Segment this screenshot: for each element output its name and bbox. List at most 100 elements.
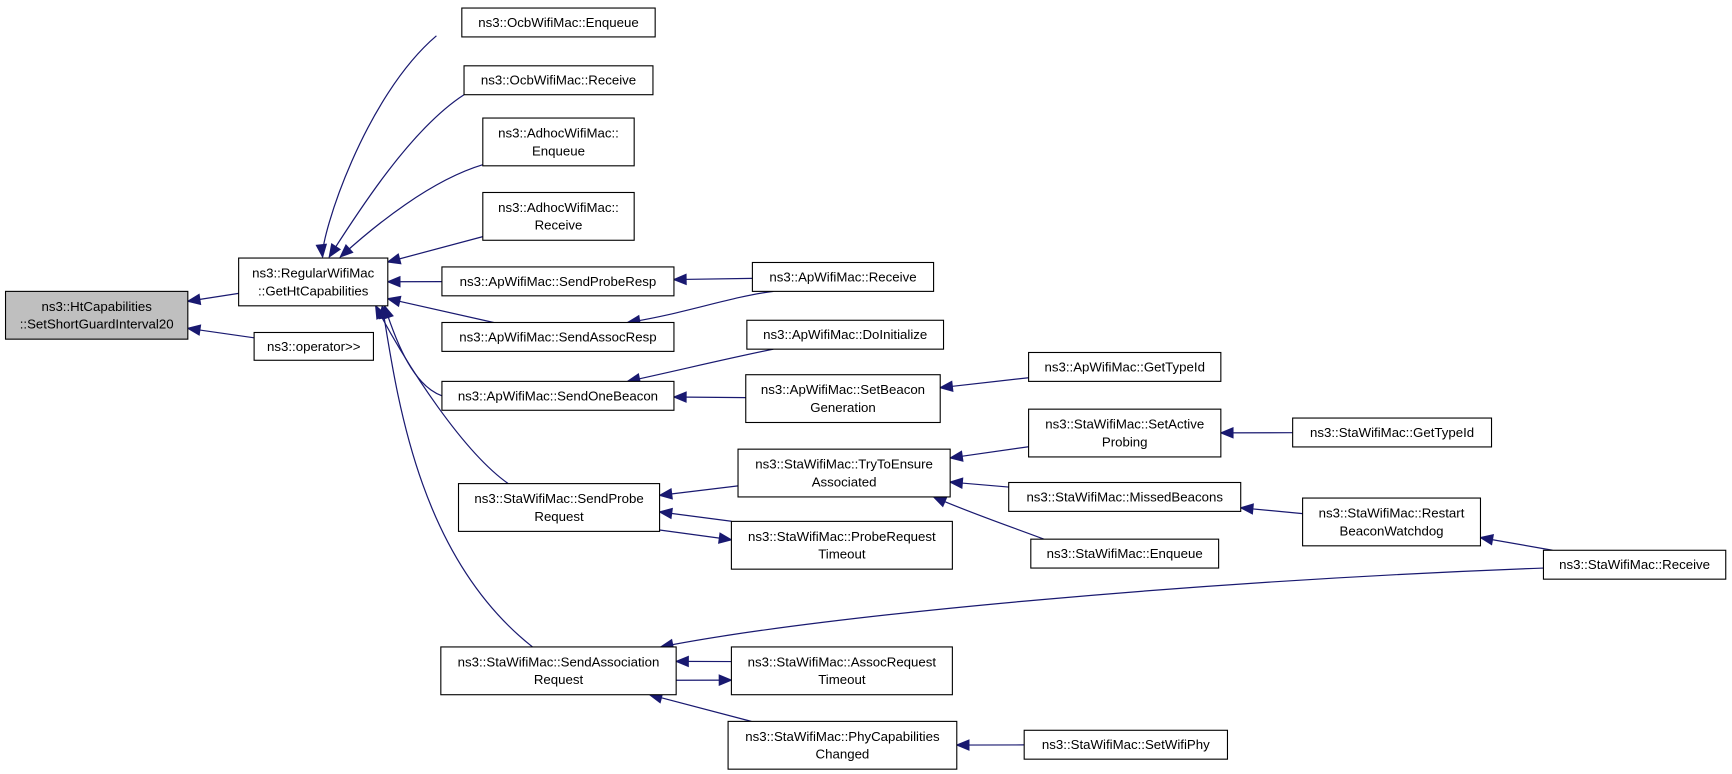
node-label: ns3::AdhocWifiMac:: bbox=[498, 200, 619, 215]
edge-line bbox=[329, 95, 464, 257]
node-label: Request bbox=[534, 672, 584, 687]
edge-line bbox=[388, 237, 483, 262]
edge-arrowhead bbox=[950, 451, 963, 461]
node-ns3-apwifimac-gettypeid[interactable]: ns3::ApWifiMac::GetTypeId bbox=[1029, 352, 1221, 381]
node-label: BeaconWatchdog bbox=[1340, 523, 1444, 538]
node-label: ns3::ApWifiMac::DoInitialize bbox=[763, 327, 927, 342]
edge-arrowhead bbox=[719, 675, 731, 685]
node-label: ns3::ApWifiMac::SetBeacon bbox=[761, 382, 925, 397]
node-label: ns3::StaWifiMac::Restart bbox=[1319, 505, 1465, 520]
node-ns3-stawifimac-missedbeacons[interactable]: ns3::StaWifiMac::MissedBeacons bbox=[1009, 482, 1241, 511]
edge-arrowhead bbox=[674, 274, 686, 284]
node-ns3-stawifimac-enqueue[interactable]: ns3::StaWifiMac::Enqueue bbox=[1031, 539, 1219, 568]
edge-line bbox=[384, 306, 441, 396]
edge-n9-n1 bbox=[384, 306, 442, 396]
node-label: Timeout bbox=[818, 547, 866, 562]
node-ns3-apwifimac-receive[interactable]: ns3::ApWifiMac::Receive bbox=[752, 262, 933, 291]
edge-arrowhead bbox=[719, 533, 732, 543]
edge-line bbox=[650, 695, 752, 722]
edge-n20-n15 bbox=[950, 447, 1028, 461]
node-label: Probing bbox=[1102, 434, 1148, 449]
edge-arrowhead bbox=[674, 392, 686, 402]
edge-arrowhead bbox=[1241, 504, 1254, 514]
edge-arrowhead bbox=[660, 489, 673, 499]
node-ns3-apwifimac-doinitialize[interactable]: ns3::ApWifiMac::DoInitialize bbox=[747, 320, 944, 349]
node-label: Changed bbox=[816, 747, 870, 762]
edge-n5-n1 bbox=[340, 165, 483, 257]
node-label: ns3::HtCapabilities bbox=[41, 299, 152, 314]
edge-n17-n11 bbox=[676, 656, 731, 666]
edge-arrowhead bbox=[676, 656, 688, 666]
edge-n12-n7 bbox=[674, 274, 752, 284]
node-label: ns3::OcbWifiMac::Enqueue bbox=[478, 15, 638, 30]
node-label: ns3::ApWifiMac::SendOneBeacon bbox=[458, 388, 658, 403]
edge-n3-n1 bbox=[316, 36, 436, 257]
node-label: Generation bbox=[810, 400, 876, 415]
edge-arrowhead bbox=[188, 294, 201, 304]
edge-n2-n0 bbox=[188, 325, 254, 338]
node-label: ::GetHtCapabilities bbox=[258, 283, 369, 298]
edge-n23-n18 bbox=[957, 740, 1024, 750]
node-ns3-apwifimac-sendassocresp[interactable]: ns3::ApWifiMac::SendAssocResp bbox=[442, 322, 674, 351]
node-ns3-stawifimac-gettypeid[interactable]: ns3::StaWifiMac::GetTypeId bbox=[1293, 418, 1492, 447]
edge-n11-n1 bbox=[379, 306, 532, 647]
edge-line bbox=[940, 378, 1028, 388]
edge-n24-n20 bbox=[1221, 428, 1293, 438]
node-label: ns3::StaWifiMac::Enqueue bbox=[1047, 546, 1203, 561]
edge-n16-n10 bbox=[660, 508, 732, 521]
edge-n26-n25 bbox=[1480, 535, 1552, 550]
edge-arrowhead bbox=[950, 478, 963, 488]
edge-n15-n10 bbox=[660, 486, 738, 499]
node-label: Associated bbox=[812, 474, 877, 489]
edge-n8-n1 bbox=[388, 296, 494, 322]
node-ns3-apwifimac-sendproberesp[interactable]: ns3::ApWifiMac::SendProbeResp bbox=[442, 267, 674, 296]
node-ns3-regularwifimac-gethtcapabilities[interactable]: ns3::RegularWifiMac::GetHtCapabilities bbox=[239, 258, 388, 306]
edge-n19-n14 bbox=[940, 378, 1028, 392]
edge-n7-n1 bbox=[388, 277, 442, 287]
node-label: ns3::StaWifiMac::SendAssociation bbox=[458, 654, 660, 669]
node-ns3-stawifimac-receive[interactable]: ns3::StaWifiMac::Receive bbox=[1543, 550, 1725, 579]
node-label: ns3::ApWifiMac::SendAssocResp bbox=[459, 329, 656, 344]
node-label: ns3::StaWifiMac::Receive bbox=[1559, 557, 1710, 572]
node-ns3-htcapabilities-setshortguardinterval20: ns3::HtCapabilities::SetShortGuardInterv… bbox=[6, 291, 188, 339]
node-label: ns3::StaWifiMac::TryToEnsure bbox=[755, 457, 933, 472]
node-label: ns3::StaWifiMac::ProbeRequest bbox=[748, 529, 936, 544]
edge-n25-n21 bbox=[1241, 504, 1303, 514]
edge-arrowhead bbox=[329, 244, 340, 257]
node-ns3-adhocwifimac-receive[interactable]: ns3::AdhocWifiMac::Receive bbox=[483, 192, 634, 240]
edge-arrowhead bbox=[388, 254, 401, 264]
node-ns3-stawifimac-setwifiphy[interactable]: ns3::StaWifiMac::SetWifiPhy bbox=[1024, 730, 1227, 759]
node-label: Timeout bbox=[818, 672, 866, 687]
edge-line bbox=[340, 165, 483, 257]
edge-arrowhead bbox=[940, 381, 953, 391]
node-label: ns3::StaWifiMac::SendProbe bbox=[474, 491, 643, 506]
edge-arrowhead bbox=[957, 740, 969, 750]
node-label: ns3::ApWifiMac::Receive bbox=[769, 269, 916, 284]
edge-n26-n11 bbox=[661, 568, 1544, 649]
node-label: ns3::ApWifiMac::SendProbeResp bbox=[460, 274, 657, 289]
edge-line bbox=[661, 568, 1544, 647]
node-label: ns3::StaWifiMac::PhyCapabilities bbox=[745, 729, 940, 744]
node-ns3-operator[interactable]: ns3::operator>> bbox=[254, 332, 373, 360]
edge-n4-n1 bbox=[329, 95, 464, 257]
node-ns3-adhocwifimac-enqueue[interactable]: ns3::AdhocWifiMac::Enqueue bbox=[483, 118, 634, 166]
edge-arrowhead bbox=[388, 296, 401, 306]
node-ns3-ocbwifimac-enqueue[interactable]: ns3::OcbWifiMac::Enqueue bbox=[462, 8, 655, 37]
node-ns3-ocbwifimac-receive[interactable]: ns3::OcbWifiMac::Receive bbox=[464, 66, 653, 95]
edge-line bbox=[388, 299, 494, 323]
node-ns3-apwifimac-sendonebeacon[interactable]: ns3::ApWifiMac::SendOneBeacon bbox=[442, 381, 674, 410]
node-label: ns3::RegularWifiMac bbox=[252, 265, 375, 280]
edge-n18-n11 bbox=[650, 693, 752, 721]
node-label: Enqueue bbox=[532, 143, 585, 158]
edge-arrowhead bbox=[388, 277, 400, 287]
